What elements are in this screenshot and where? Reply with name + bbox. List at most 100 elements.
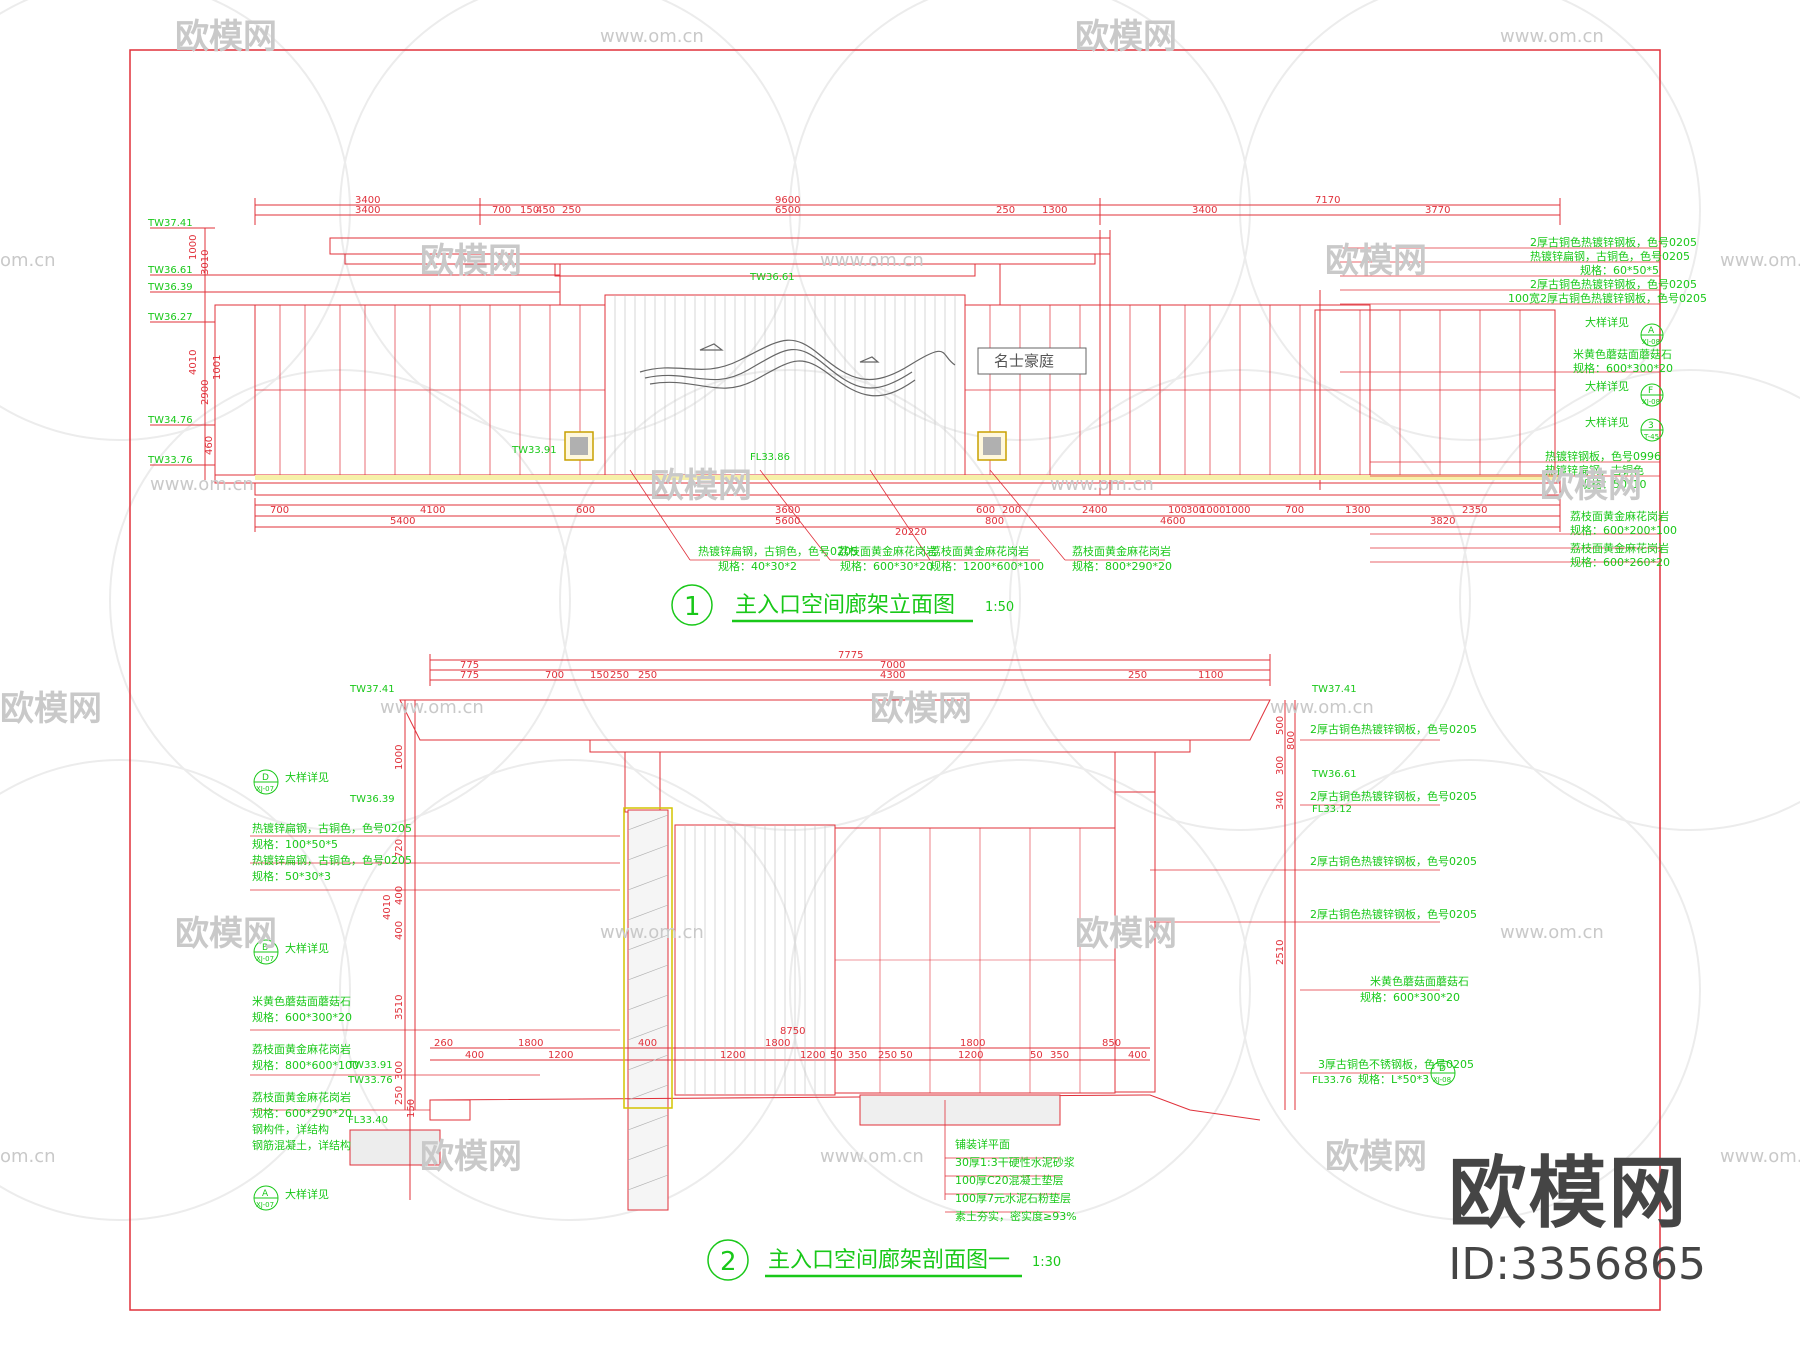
dim-bot-8: 300 (1186, 505, 1205, 516)
wm-url-7: www.om.cn (1050, 474, 1154, 495)
sign-text: 名士豪庭 (994, 352, 1054, 370)
title1-number: 1 (684, 592, 701, 622)
s-hl-8: 150 (406, 1099, 417, 1118)
s-ln-10: 荔枝面黄金麻花岗岩 (252, 1090, 351, 1104)
level-2: TW36.61 (147, 265, 193, 276)
note-b-3a: 荔枝面黄金麻花岗岩 (1072, 544, 1171, 558)
dim-bot2-3: 4600 (1160, 516, 1185, 527)
s-level-5: TW33.91 (347, 1060, 393, 1071)
title2-number: 2 (720, 1247, 737, 1277)
paving-notes: 铺装详平面 30厚1:3干硬性水泥砂浆 100厚C20混凝土垫层 100厚7元水… (955, 1137, 1077, 1223)
callout-3-t45: 3 T-45 (1640, 418, 1664, 442)
elevation-dimensions: 3400 9600 7170 3400 700 150 450 250 6500… (270, 195, 1487, 538)
s-b-5: 1200 (720, 1050, 745, 1061)
wm-url-6: www.om.cn (150, 474, 254, 495)
s-d2-5: 4300 (880, 670, 905, 681)
s-hr-2: 300 (1275, 756, 1286, 775)
callout-A-xj08: A XJ-08 (1640, 323, 1664, 347)
s-d1-1: 7000 (880, 660, 905, 671)
dim-top2-3: 450 (536, 205, 555, 216)
s-level-1: TW37.41 (1311, 684, 1357, 695)
s-b-7: 1800 (765, 1038, 790, 1049)
callout-D-xj07: D XJ-07 (253, 769, 279, 795)
section-dimensions: 7775 775 7000 775 700 150 250 250 4300 2… (460, 650, 1223, 681)
s-callout-0-top: D (262, 773, 269, 783)
s-ln-7: 规格：600*300*20 (252, 1010, 352, 1024)
elevation-left-heights: 1000 3010 4010 2900 1001 460 (188, 235, 223, 455)
wm-url-5: www.om.cn (1720, 250, 1800, 271)
section-leaders (250, 739, 1440, 1213)
s-ln-14: 大样详见 (285, 1187, 329, 1201)
s-level-4: FL33.12 (1312, 804, 1352, 815)
sheet-frame (129, 49, 1661, 1311)
section-slats (684, 825, 826, 1095)
note-r-5: 大样详见 (1585, 315, 1629, 329)
s-b-2: 1800 (518, 1038, 543, 1049)
wm-brand-6: 欧模网 (1540, 466, 1642, 506)
s-hl-1: 720 (394, 839, 405, 858)
s-d2-0: 775 (460, 670, 479, 681)
wm-url-1: www.om.cn (600, 26, 704, 47)
s-ln-12: 钢构件，详结构 (252, 1122, 329, 1136)
callout-F-xj08: F XJ-08 (1640, 383, 1664, 407)
s-hl-3: 400 (394, 921, 405, 940)
note-r-11: 热镀锌扁钢，古铜色 (1545, 463, 1644, 477)
column-outline (623, 807, 673, 1109)
brand-mark: 欧模网 ID:3356865 (1448, 1155, 1706, 1290)
s-level-3: TW36.39 (349, 794, 395, 805)
dim-total: 20220 (895, 527, 927, 538)
wm-url-8: www.om.cn (380, 697, 484, 718)
elevation-slats-center (614, 295, 956, 475)
dim-top2-7: 1300 (1042, 205, 1067, 216)
watermark-urls: www.om.cn www.om.cn www.om.cn om.cn www.… (0, 26, 1800, 1167)
s-level-0: TW37.41 (349, 684, 395, 695)
dim-bot-4: 600 (976, 505, 995, 516)
elevation-levels: TW37.41 TW36.61 TW36.39 TW36.27 TW34.76 … (147, 218, 795, 466)
dim-top2-5: 6500 (775, 205, 800, 216)
h-l-5: 460 (204, 436, 215, 455)
s-hr-3: 340 (1275, 791, 1286, 810)
s-ln-6: 米黄色蘑菇面蘑菇石 (252, 994, 351, 1008)
section-right-notes: 2厚古铜色热镀锌钢板，色号0205 2厚古铜色热镀锌钢板，色号0205 2厚古铜… (1310, 722, 1477, 1086)
s-d2-2: 150 (590, 670, 609, 681)
note-r-8: 大样详见 (1585, 379, 1629, 393)
s-hl-7: 250 (394, 1086, 405, 1105)
section-wall-lines (835, 828, 1115, 1093)
note-r-14: 规格：600*200*100 (1570, 523, 1677, 537)
s-b-15: 50 (1030, 1050, 1043, 1061)
dim-top2-6: 250 (996, 205, 1015, 216)
title1-number-circle (671, 584, 713, 626)
dim-top-3: 7170 (1315, 195, 1340, 206)
note-r-10: 热镀锌钢板，色号0996 (1545, 449, 1661, 463)
dim-bot2-4: 3820 (1430, 516, 1455, 527)
h-l-1: 3010 (200, 250, 211, 275)
s-ln-3: 热镀锌扁钢，古铜色，色号0205 (252, 853, 412, 867)
dim-bot-6: 2400 (1082, 505, 1107, 516)
note-r-0: 2厚古铜色热镀锌钢板，色号0205 (1530, 235, 1697, 249)
section-drawing (349, 654, 1296, 1211)
section-left-notes: 大样详见 热镀锌扁钢，古铜色，色号0205 规格：100*50*5 热镀锌扁钢，… (252, 770, 412, 1201)
s-level-7: FL33.40 (348, 1115, 388, 1126)
section-callouts: D XJ-07 B XJ-07 A XJ-07 D XJ-08 (253, 769, 1456, 1211)
s-b-1: 400 (465, 1050, 484, 1061)
level-1: TW37.41 (147, 218, 193, 229)
dim-bot-10: 1000 (1225, 505, 1250, 516)
pave-2: 100厚C20混凝土垫层 (955, 1173, 1064, 1187)
wm-url-2: www.om.cn (1500, 26, 1604, 47)
s-hl-0: 1000 (394, 745, 405, 770)
s-b-6: 8750 (780, 1026, 805, 1037)
wm-brand-2: 欧模网 (1075, 17, 1177, 57)
note-r-13: 荔枝面黄金麻花岗岩 (1570, 509, 1669, 523)
title2-number-circle (707, 1239, 749, 1281)
dim-bot-2: 600 (576, 505, 595, 516)
s-ln-11: 规格：600*290*20 (252, 1106, 352, 1120)
wm-brand-1: 欧模网 (175, 17, 277, 57)
note-r-16: 规格：600*260*20 (1570, 555, 1670, 569)
drawing1-title: 1 主入口空间廊架立面图 1:50 (671, 584, 1014, 626)
dim-bot-5: 200 (1002, 505, 1021, 516)
s-callout-1-bottom: XJ-07 (256, 955, 274, 963)
note-r-6: 米黄色蘑菇面蘑菇石 (1573, 347, 1672, 361)
dim-bot-9: 1000 (1200, 505, 1225, 516)
brand-id: ID:3356865 (1448, 1239, 1706, 1290)
note-b-2b: 规格：1200*600*100 (930, 559, 1044, 573)
